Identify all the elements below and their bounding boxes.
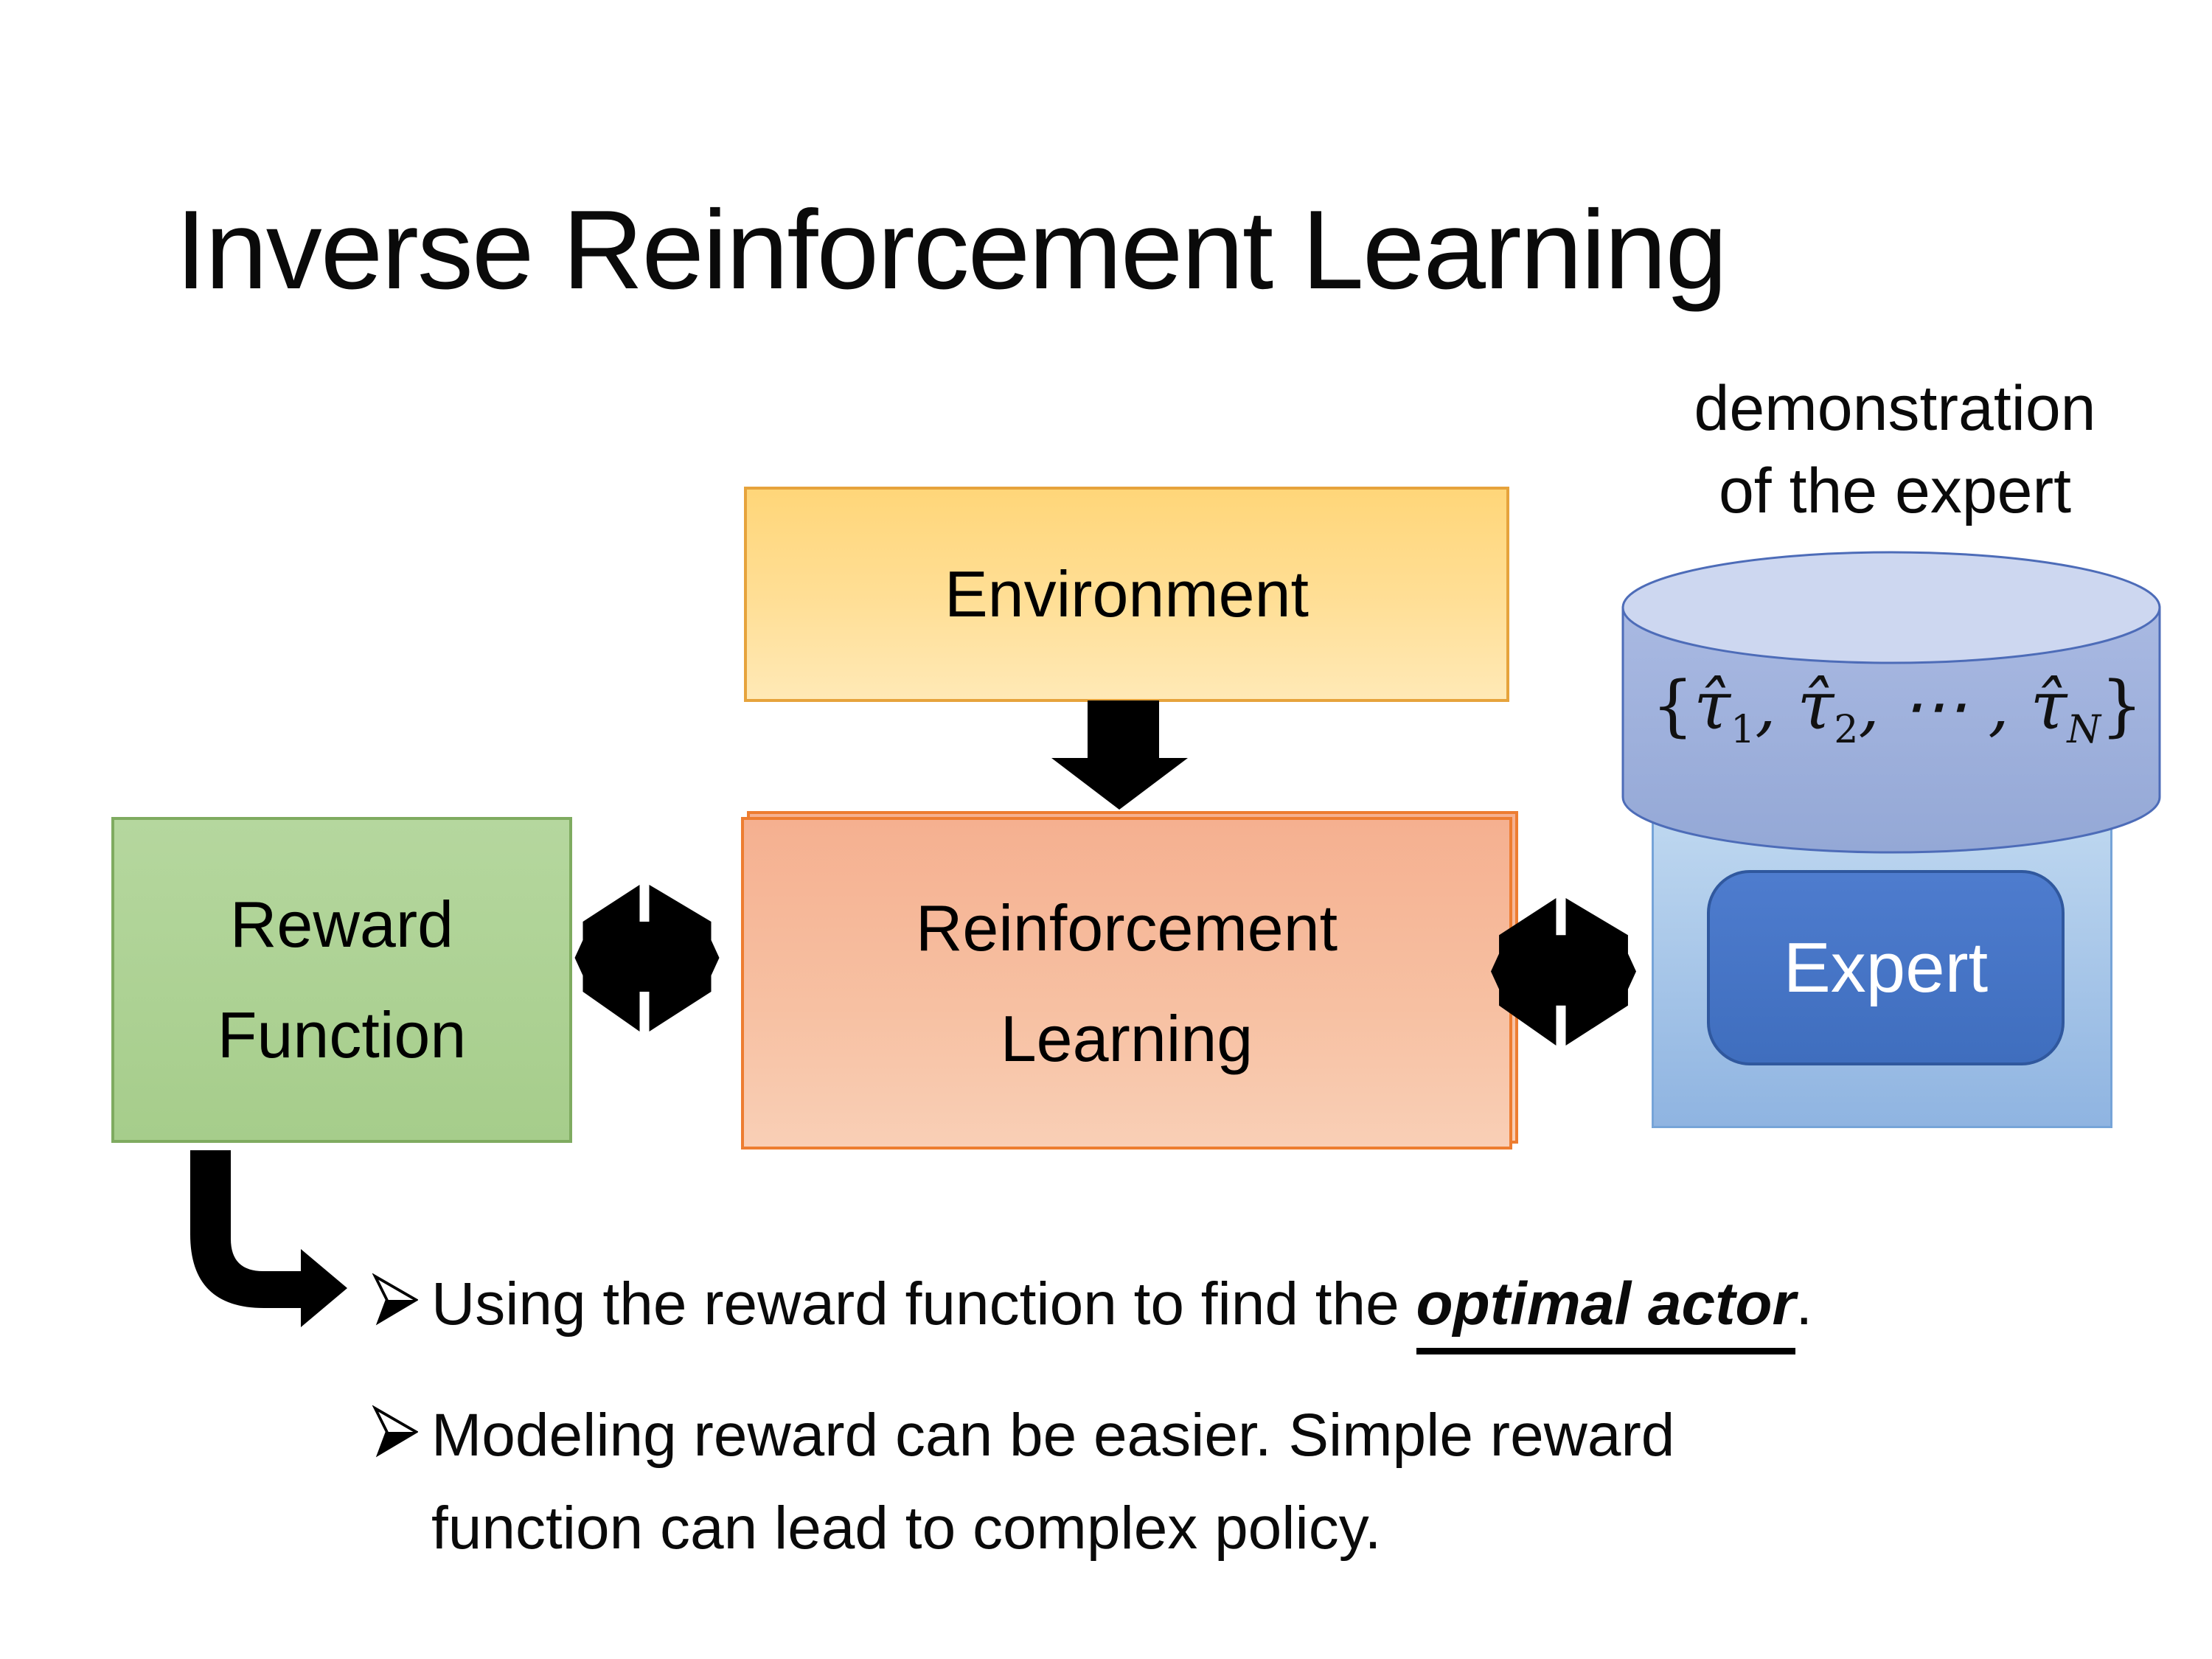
formula-open-brace: { <box>1652 667 1694 745</box>
annotation-line-1: demonstration <box>1694 373 2096 444</box>
formula-tauN: τ̂ <box>2030 667 2067 745</box>
down-arrow-icon <box>1051 700 1188 810</box>
formula-sep1: , <box>1755 667 1798 745</box>
bullet1-suffix: . <box>1795 1270 1813 1338</box>
bullet1-prefix: Using the reward function to find the <box>431 1270 1416 1338</box>
formula-sub1: 1 <box>1731 708 1756 752</box>
bullet-item-1: Using the reward function to find the op… <box>431 1258 1813 1354</box>
bullet-arrowhead-icon <box>372 1273 418 1326</box>
trajectory-set-formula: {τ̂1, τ̂2, ⋯ , τ̂N} <box>1652 667 2143 749</box>
bullet1-emphasis: optimal actor <box>1416 1270 1796 1354</box>
database-cylinder-icon <box>1621 551 2161 854</box>
formula-tau2: τ̂ <box>1797 667 1834 745</box>
formula-tau1: τ̂ <box>1694 667 1731 745</box>
rl-label-line1: Reinforcement <box>915 891 1338 964</box>
reinforcement-learning-box: Reinforcement Learning <box>741 817 1512 1150</box>
expert-box: Expert <box>1707 870 2065 1065</box>
reward-function-box: Reward Function <box>111 817 572 1143</box>
reward-label-line1: Reward <box>229 888 454 961</box>
expert-label: Expert <box>1783 928 1989 1007</box>
annotation-line-2: of the expert <box>1718 456 2072 526</box>
rl-label-line2: Learning <box>1000 1001 1253 1075</box>
double-arrow-left-icon <box>574 885 720 1032</box>
environment-box: Environment <box>744 487 1509 702</box>
page-title: Inverse Reinforcement Learning <box>175 187 1728 313</box>
formula-close-brace: } <box>2101 667 2143 745</box>
formula-sep2: , ⋯ , <box>1858 667 2031 745</box>
reward-label-line2: Function <box>217 998 467 1071</box>
bullet-item-2: Modeling reward can be easier. Simple re… <box>431 1389 1674 1575</box>
bullet-arrowhead-icon <box>372 1405 418 1458</box>
bullet2-line2: function can lead to complex policy. <box>431 1495 1382 1562</box>
reward-function-label: Reward Function <box>218 869 467 1091</box>
environment-label: Environment <box>944 557 1309 630</box>
bent-arrow-icon <box>190 1150 347 1327</box>
double-arrow-right-icon <box>1491 898 1636 1046</box>
bullet2-line1: Modeling reward can be easier. Simple re… <box>431 1402 1675 1469</box>
reinforcement-learning-label: Reinforcement Learning <box>916 873 1338 1094</box>
demonstration-annotation: demonstration of the expert <box>1633 367 2157 532</box>
formula-sub2: 2 <box>1834 708 1859 752</box>
formula-subN: N <box>2067 708 2101 752</box>
